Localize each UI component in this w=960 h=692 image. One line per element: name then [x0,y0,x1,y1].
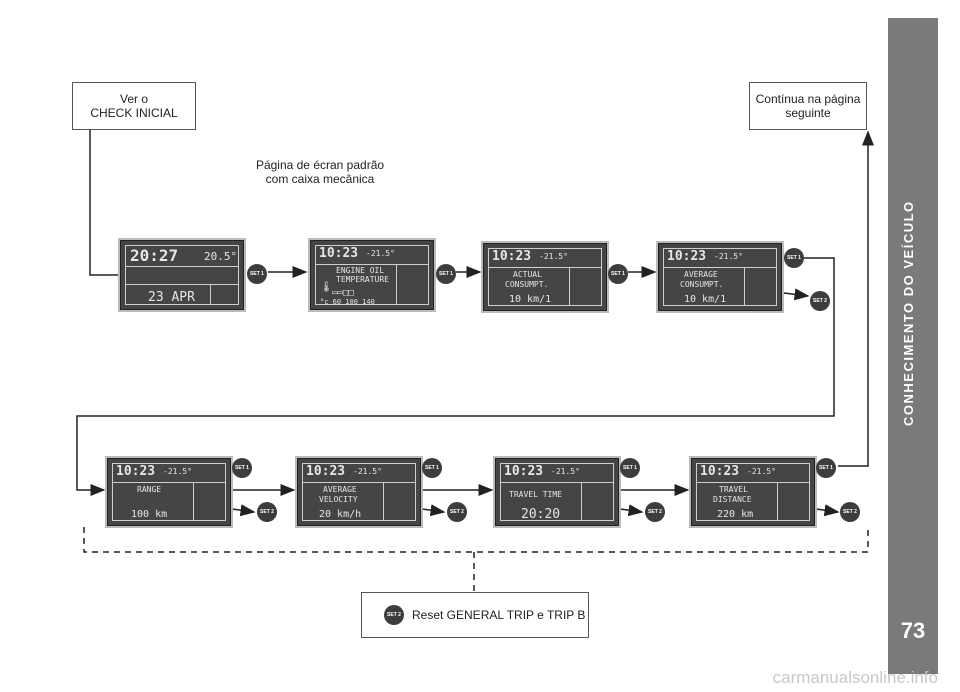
label-line-2: CONSUMPT. [680,280,724,289]
thermometer-icon: 🌡 [320,282,333,293]
set1-button[interactable]: SET 1 [422,458,442,478]
clock-time: 10:23 [700,464,740,479]
value: 20:20 [521,507,561,522]
value: 220 km [717,509,754,520]
date: 23 APR [148,290,195,305]
clock-time: 10:23 [319,246,359,261]
display-average-consumption: 10:23 -21.5° AVERAGE CONSUMPT. 10 km/1 [658,243,782,311]
display-time-date: 20:27 20.5° 23 APR [120,240,244,310]
reset-label: Reset GENERAL TRIP e TRIP B [412,608,586,622]
outside-temperature: -21.5° [366,249,395,258]
label-line-1: AVERAGE [323,485,357,494]
watermark: carmanualsonline.info [772,668,938,687]
oil-temp-bar: ▭▭□□ [332,288,354,298]
clock-time: 20:27 [130,246,179,265]
outside-temperature: -21.5° [551,467,580,476]
value: 100 km [131,509,168,520]
set1-button[interactable]: SET 1 [436,264,456,284]
display-engine-oil: 10:23 -21.5° ENGINE OIL TEMPERATURE 🌡 ▭▭… [310,240,434,310]
chapter-title: CONHECIMENTO DO VEÍCULO [901,200,916,426]
oil-label-1: ENGINE OIL [336,266,385,275]
set2-button[interactable]: SET 2 [645,502,665,522]
set1-button[interactable]: SET 1 [232,458,252,478]
outside-temperature: -21.5° [714,252,743,261]
value: 20 km/h [319,509,362,520]
label-line-2: VELOCITY [319,495,358,504]
outside-temperature: -21.5° [163,467,192,476]
outside-temperature: 20.5° [204,250,238,263]
clock-time: 10:23 [667,249,707,264]
label-line-1: TRAVEL TIME [509,490,562,499]
oil-scale: °c 60 100 140 [320,298,375,306]
page-number: 73 [900,618,926,643]
outside-temperature: -21.5° [353,467,382,476]
display-actual-consumption: 10:23 -21.5° ACTUAL CONSUMPT. 10 km/1 [483,243,607,311]
clock-time: 10:23 [492,249,532,264]
value: 10 km/1 [684,294,727,305]
continue-next-page-box: Contínua na página seguinte [749,82,867,130]
set2-button[interactable]: SET 2 [840,502,860,522]
set1-button[interactable]: SET 1 [620,458,640,478]
label-line-1: ACTUAL [513,270,542,279]
oil-label-2: TEMPERATURE [336,275,389,284]
display-travel-time: 10:23 -21.5° TRAVEL TIME 20:20 [495,458,619,526]
label-line-1: RANGE [137,485,162,494]
chapter-sidebar: CONHECIMENTO DO VEÍCULO 73 [888,18,938,674]
display-average-velocity: 10:23 -21.5° AVERAGE VELOCITY 20 km/h [297,458,421,526]
clock-time: 10:23 [306,464,346,479]
set1-button[interactable]: SET 1 [784,248,804,268]
outside-temperature: -21.5° [747,467,776,476]
label-line-1: TRAVEL [719,485,748,494]
display-range: 10:23 -21.5° RANGE 100 km [107,458,231,526]
set2-button[interactable]: SET 2 [447,502,467,522]
clock-time: 10:23 [116,464,156,479]
set1-button[interactable]: SET 1 [608,264,628,284]
default-screen-caption: Página de écran padrão com caixa mecânic… [255,158,385,186]
label-line-1: AVERAGE [684,270,718,279]
check-initial-box: Ver o CHECK INICIAL [72,82,196,130]
set2-button[interactable]: SET 2 [384,605,404,625]
label-line-2: CONSUMPT. [505,280,549,289]
reset-trip-box: SET 2 Reset GENERAL TRIP e TRIP B [361,592,589,638]
value: 10 km/1 [509,294,552,305]
clock-time: 10:23 [504,464,544,479]
outside-temperature: -21.5° [539,252,568,261]
label-line-2: DISTANCE [713,495,752,504]
set1-button[interactable]: SET 1 [816,458,836,478]
display-travel-distance: 10:23 -21.5° TRAVEL DISTANCE 220 km [691,458,815,526]
set2-button[interactable]: SET 2 [257,502,277,522]
set2-button[interactable]: SET 2 [810,291,830,311]
set1-button[interactable]: SET 1 [247,264,267,284]
